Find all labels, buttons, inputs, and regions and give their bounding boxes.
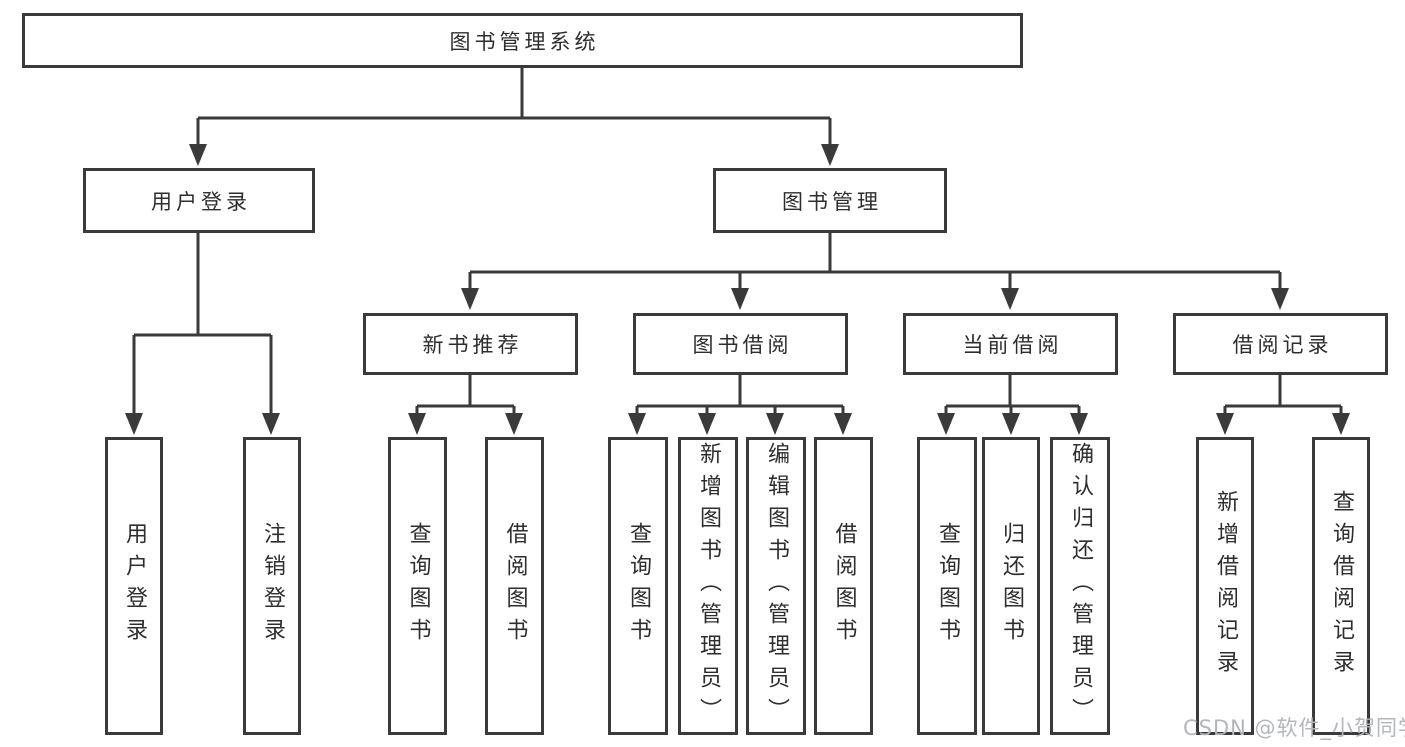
node-borrowing-records: 借阅记录	[1173, 313, 1388, 375]
node-root: 图书管理系统	[22, 13, 1023, 68]
node-records-add-record: 新增借阅记录	[1196, 437, 1254, 735]
node-recommend-borrow-book: 借阅图书	[485, 437, 544, 735]
node-current-return-book: 归还图书	[982, 437, 1040, 735]
node-borrowing-query-book: 查询图书	[608, 437, 668, 735]
node-book-management: 图书管理	[713, 168, 947, 233]
node-user-login: 用户登录	[83, 168, 315, 233]
node-logout: 注销登录	[243, 437, 301, 735]
node-user-login-leaf: 用户登录	[105, 437, 163, 735]
node-recommend-query-book: 查询图书	[388, 437, 447, 735]
node-borrowing-edit-book-admin: 编辑图书（管理员）	[746, 437, 806, 735]
node-current-borrowing: 当前借阅	[903, 313, 1118, 375]
node-book-borrowing: 图书借阅	[633, 313, 848, 375]
csdn-watermark: CSDN @软件_小贺同学	[1183, 716, 1405, 740]
node-new-book-recommend: 新书推荐	[363, 313, 578, 375]
node-borrowing-add-book-admin: 新增图书（管理员）	[678, 437, 738, 735]
node-borrowing-borrow-book: 借阅图书	[814, 437, 873, 735]
node-records-query-record: 查询借阅记录	[1312, 437, 1370, 735]
node-current-query-book: 查询图书	[917, 437, 977, 735]
node-current-confirm-return-admin: 确认归还（管理员）	[1050, 437, 1110, 735]
